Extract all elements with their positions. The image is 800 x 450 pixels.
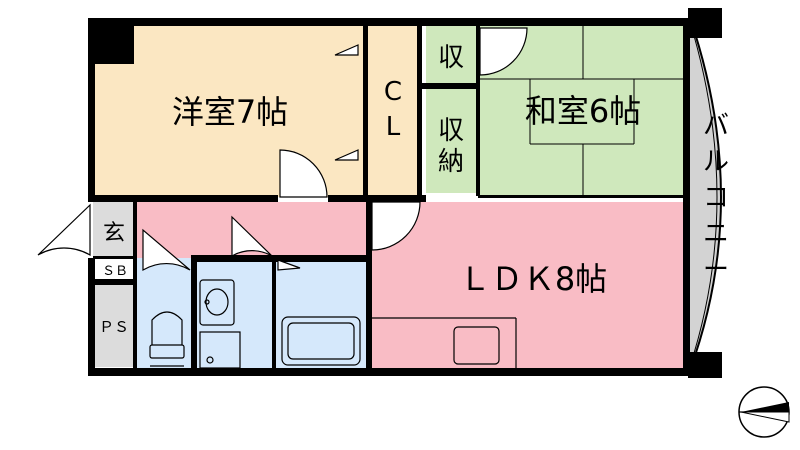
closet-markers <box>277 44 359 271</box>
label-closet-l: L <box>386 112 401 142</box>
label-entrance: 玄 <box>103 221 125 246</box>
label-closet-c: C <box>384 77 402 107</box>
north-arrow-icon <box>738 386 790 438</box>
tatami-lines <box>478 26 686 197</box>
label-balcony-5: ー <box>703 255 729 285</box>
label-balcony-4: ニ <box>703 219 729 249</box>
storage-tall <box>426 89 478 193</box>
storage-small <box>426 26 478 83</box>
closet <box>366 26 419 197</box>
label-shoe-box: ＳＢ <box>102 264 128 279</box>
windows <box>89 60 689 330</box>
toilet-room <box>137 258 192 372</box>
pipe-space <box>93 285 137 367</box>
label-pipe-space: ＰＳ <box>99 318 129 336</box>
wash-basin <box>199 279 241 369</box>
label-balcony-1: バ <box>703 111 729 141</box>
western-room <box>93 26 366 197</box>
balcony-rail <box>689 17 722 371</box>
label-balcony-3: コ <box>703 183 729 213</box>
shoe-box <box>93 258 137 280</box>
label-storage-tall-2: 納 <box>438 147 464 177</box>
entrance <box>93 202 137 258</box>
label-western-room: 洋室7帖 <box>172 93 288 131</box>
bathtub <box>281 316 361 366</box>
label-storage-small: 収 <box>438 43 464 73</box>
label-japanese-room: 和室6帖 <box>525 92 641 130</box>
toilet <box>149 311 185 367</box>
door-swings <box>37 27 528 272</box>
label-storage-tall-1: 収 <box>438 116 464 146</box>
label-ldk: ＬＤＫ8帖 <box>459 260 607 298</box>
kitchen-counter <box>372 317 517 372</box>
walls <box>88 8 722 378</box>
label-balcony-2: ル <box>703 147 729 177</box>
label-balcony: バ ル コ ニ ー <box>703 111 729 285</box>
balcony-rail-inner <box>689 21 718 367</box>
